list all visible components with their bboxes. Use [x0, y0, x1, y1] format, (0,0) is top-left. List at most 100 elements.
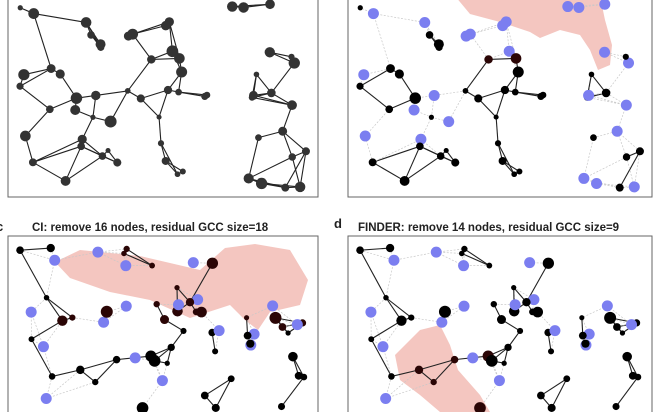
panel-d [347, 235, 653, 412]
edge [140, 89, 169, 99]
node [105, 147, 111, 154]
removed-node [620, 99, 632, 111]
node [164, 360, 170, 366]
node [388, 373, 395, 380]
node [76, 365, 85, 375]
node [161, 156, 170, 165]
node [383, 295, 389, 301]
node [498, 156, 507, 165]
removed-node [458, 300, 470, 312]
node [16, 82, 24, 90]
gcc-node [269, 311, 282, 324]
edge [33, 13, 52, 69]
edge [615, 376, 639, 407]
removed-edge [583, 156, 627, 179]
removed-edge [125, 248, 127, 266]
edge [282, 131, 293, 158]
node [511, 284, 517, 291]
node [516, 327, 524, 335]
edge [95, 90, 128, 97]
node [243, 173, 254, 184]
node [91, 90, 101, 101]
gcc-node [196, 306, 207, 318]
gcc-node [69, 314, 76, 321]
removed-node [213, 325, 225, 337]
removed-node [583, 89, 595, 101]
gcc-highlight [55, 244, 308, 330]
gcc-node [450, 355, 459, 364]
node [60, 176, 71, 186]
edge [158, 89, 169, 118]
node [136, 94, 145, 103]
removed-node [37, 341, 49, 353]
removed-node [365, 306, 377, 318]
node [167, 343, 175, 352]
node [28, 336, 35, 343]
node [493, 114, 499, 120]
removed-node [156, 375, 168, 387]
removed-edge [246, 317, 255, 335]
gcc-node [149, 262, 155, 269]
node [97, 43, 105, 51]
edge [46, 297, 73, 319]
node [176, 66, 188, 78]
gcc-node [121, 250, 127, 257]
edge [478, 89, 506, 99]
node [294, 181, 306, 193]
node [522, 298, 531, 307]
removed-node [120, 300, 132, 312]
panel-a-frame [7, 0, 319, 198]
node [163, 85, 173, 95]
removed-edge [581, 317, 590, 335]
node [588, 71, 595, 78]
node [438, 305, 451, 318]
node [175, 88, 182, 96]
node [264, 47, 275, 58]
node [416, 142, 424, 151]
edge [370, 320, 402, 340]
removed-node [464, 28, 476, 40]
node [77, 134, 87, 144]
edge [372, 145, 421, 163]
edge [495, 117, 499, 144]
removed-edge [413, 109, 432, 118]
node [532, 306, 544, 318]
node [200, 391, 209, 400]
edge [418, 359, 455, 371]
panel-a [7, 0, 319, 198]
removed-node [599, 0, 611, 10]
edge [215, 378, 232, 409]
node [281, 183, 290, 192]
removed-edge [385, 381, 434, 399]
node [113, 158, 122, 167]
removed-node [626, 319, 638, 331]
node [408, 314, 415, 321]
node [512, 66, 524, 78]
edge [24, 108, 51, 137]
removed-node [92, 246, 104, 258]
node [443, 147, 449, 154]
edge [540, 378, 568, 396]
node [124, 88, 131, 94]
removed-edge [372, 138, 422, 163]
removed-edge [162, 363, 168, 381]
node [180, 327, 187, 335]
node [601, 88, 611, 98]
node [399, 176, 410, 186]
edge [204, 378, 232, 396]
node [635, 147, 644, 156]
node [428, 114, 434, 120]
removed-node [98, 316, 110, 328]
node [409, 92, 421, 104]
edge [189, 262, 213, 303]
node [486, 262, 493, 269]
removed-node [562, 1, 574, 13]
gcc-node [484, 55, 493, 64]
node [386, 64, 395, 73]
gcc-node [100, 305, 113, 318]
removed-node [528, 294, 540, 306]
node [127, 28, 139, 40]
node [253, 71, 260, 78]
node [539, 91, 547, 99]
edge [248, 156, 293, 179]
